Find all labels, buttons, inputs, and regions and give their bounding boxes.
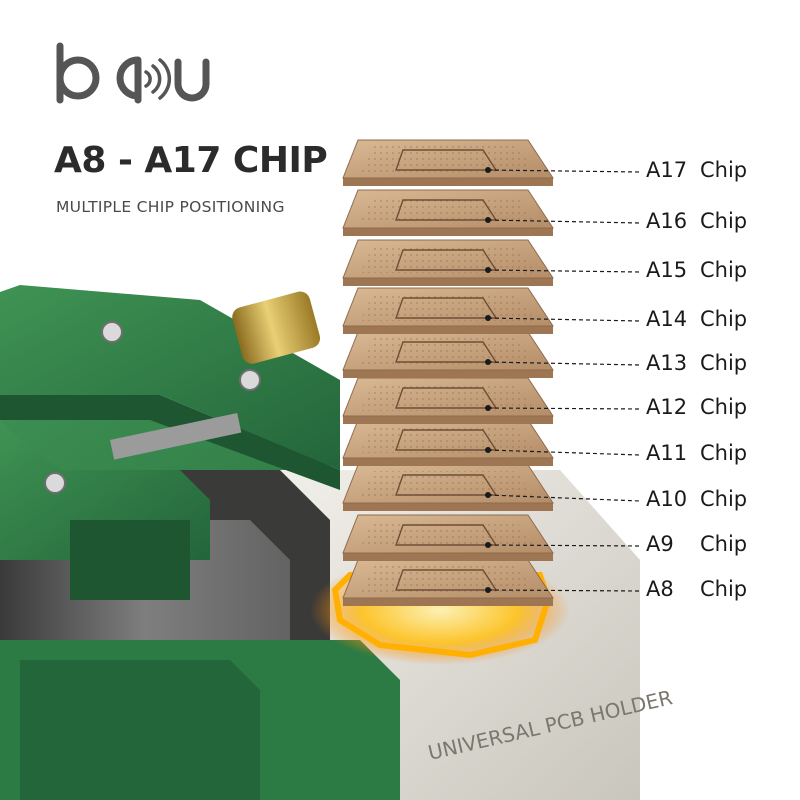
leader-line	[487, 269, 641, 273]
subtitle: MULTIPLE CHIP POSITIONING	[56, 198, 285, 216]
chip-label: A11 Chip	[646, 441, 747, 465]
chip-unit: Chip	[700, 487, 748, 511]
chip-model: A16	[646, 209, 688, 233]
leader-dot	[485, 167, 491, 173]
leader-dot	[485, 217, 491, 223]
leader-line	[487, 169, 641, 173]
chip-model: A8	[646, 577, 674, 601]
leader-dot	[485, 492, 491, 498]
chip-label: A8 Chip	[646, 577, 747, 601]
chip-model: A10	[646, 487, 688, 511]
chip-label: A14 Chip	[646, 307, 747, 331]
chip-a13	[342, 331, 554, 378]
chip-model: A12	[646, 395, 688, 419]
chip-unit: Chip	[700, 258, 748, 282]
chip-stack	[342, 139, 554, 606]
leader-lines	[485, 167, 641, 593]
page-title: A8 - A17 CHIP	[54, 140, 328, 181]
chip-model: A13	[646, 351, 688, 375]
chip-unit: Chip	[700, 209, 748, 233]
clamp-arm	[0, 285, 340, 600]
leader-line	[487, 219, 641, 224]
leader-line	[487, 449, 641, 456]
chip-label: A10 Chip	[646, 487, 747, 511]
chip-model: A17	[646, 158, 688, 182]
leader-dot	[485, 405, 491, 411]
chip-a12	[342, 377, 554, 424]
leader-dot	[485, 542, 491, 548]
chip-a14	[342, 287, 554, 334]
chip-label: A9 Chip	[646, 532, 747, 556]
chip-label: A13 Chip	[646, 351, 747, 375]
leader-dot	[485, 267, 491, 273]
chip-a17	[342, 139, 554, 186]
leader-line	[487, 317, 641, 322]
chip-a10	[342, 464, 554, 511]
leader-dot	[485, 587, 491, 593]
chip-model: A9	[646, 532, 674, 556]
leader-dot	[485, 447, 491, 453]
chip-a8	[342, 559, 554, 606]
chip-unit: Chip	[700, 395, 748, 419]
leader-line	[487, 407, 641, 410]
chip-a9	[342, 514, 554, 561]
leader-line	[487, 361, 641, 366]
chip-label: A15 Chip	[646, 258, 747, 282]
chip-model: A11	[646, 441, 688, 465]
chip-label: A17 Chip	[646, 158, 747, 182]
chip-a11	[342, 419, 554, 466]
adjust-screw	[110, 291, 321, 460]
chip-unit: Chip	[700, 577, 748, 601]
chip-unit: Chip	[700, 351, 748, 375]
chip-unit: Chip	[700, 532, 748, 556]
chip-model: A15	[646, 258, 688, 282]
chip-model: A14	[646, 307, 688, 331]
leader-dot	[485, 359, 491, 365]
chip-a16	[342, 189, 554, 236]
chip-label: A12 Chip	[646, 395, 747, 419]
chip-a15	[342, 239, 554, 286]
leader-line	[487, 494, 641, 502]
chip-unit: Chip	[700, 307, 748, 331]
leader-line	[487, 544, 641, 547]
brand-logo	[56, 42, 210, 104]
chip-unit: Chip	[700, 158, 748, 182]
leader-line	[487, 589, 641, 592]
leader-dot	[485, 315, 491, 321]
chip-unit: Chip	[700, 441, 748, 465]
chip-label: A16 Chip	[646, 209, 747, 233]
